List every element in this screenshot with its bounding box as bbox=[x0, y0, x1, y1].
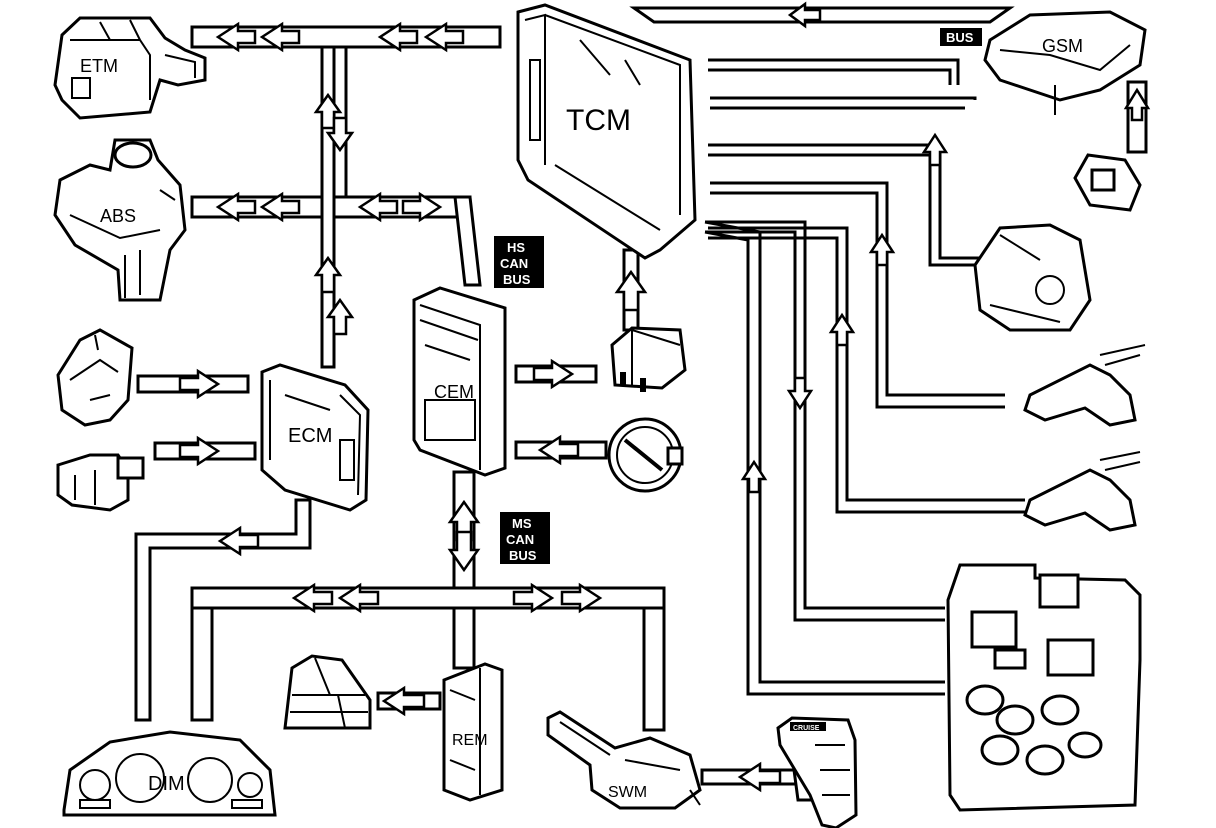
arrow-down bbox=[325, 116, 355, 153]
arrow-left bbox=[357, 191, 399, 223]
abs-module: ABS bbox=[53, 138, 187, 302]
abs-label: ABS bbox=[100, 206, 136, 226]
arrow-right bbox=[560, 582, 603, 614]
arrow-left bbox=[537, 434, 580, 466]
svg-text:CAN: CAN bbox=[506, 532, 534, 547]
etm-label: ETM bbox=[80, 56, 118, 76]
arrow-up bbox=[1123, 87, 1151, 122]
ms-can-badge: MS CAN BUS bbox=[500, 512, 550, 564]
svg-text:MS: MS bbox=[512, 516, 532, 531]
arrow-up bbox=[614, 269, 648, 312]
arrow-left bbox=[337, 582, 380, 614]
speed-sensor-1 bbox=[1023, 344, 1146, 427]
arrow-left bbox=[259, 21, 301, 53]
ecm-module: ECM bbox=[260, 363, 370, 512]
arrow-right bbox=[532, 358, 575, 390]
valve-body bbox=[946, 563, 1142, 812]
swm-module: SWM bbox=[546, 710, 702, 810]
lin-bus-badge: BUS bbox=[940, 28, 982, 46]
svg-text:BUS: BUS bbox=[509, 548, 537, 563]
arrow-up bbox=[325, 297, 355, 336]
rem-module: REM bbox=[442, 662, 504, 802]
tcm-module: TCM bbox=[516, 3, 697, 260]
gear-selector-switch bbox=[1073, 153, 1142, 212]
arrow-left bbox=[787, 1, 822, 29]
arrow-up bbox=[740, 459, 768, 494]
arrow-left bbox=[423, 21, 465, 53]
svg-text:HS: HS bbox=[507, 240, 525, 255]
speed-sensor-2 bbox=[1023, 451, 1141, 532]
cruise-label: CRUISE bbox=[793, 725, 820, 732]
ecm-label: ECM bbox=[288, 425, 332, 447]
arrow-up bbox=[313, 255, 343, 294]
arrow-left bbox=[217, 525, 260, 557]
arrow-left bbox=[215, 21, 257, 53]
relay bbox=[610, 326, 687, 392]
flow-arrows bbox=[178, 1, 1151, 793]
svg-text:CAN: CAN bbox=[500, 256, 528, 271]
arrow-left bbox=[259, 191, 301, 223]
arrow-right bbox=[178, 435, 221, 467]
arrow-down bbox=[786, 376, 814, 411]
rear-lamp bbox=[283, 654, 372, 730]
cem-module: CEM bbox=[412, 286, 507, 477]
arrow-left bbox=[291, 582, 334, 614]
tcm-label: TCM bbox=[566, 104, 631, 137]
gsm-label: GSM bbox=[1042, 36, 1083, 56]
arrow-right bbox=[178, 368, 221, 400]
arrow-left bbox=[215, 191, 257, 223]
svg-text:BUS: BUS bbox=[503, 272, 531, 287]
swm-label: SWM bbox=[608, 784, 647, 801]
brake-switch bbox=[56, 453, 145, 512]
arrow-up bbox=[921, 132, 949, 167]
transmission-range-sensor bbox=[973, 223, 1092, 332]
arrow-right bbox=[512, 582, 555, 614]
ignition-switch bbox=[607, 417, 684, 493]
arrow-left bbox=[381, 685, 426, 717]
cruise-control-switch: CRUISE bbox=[776, 716, 858, 828]
arrow-up bbox=[868, 232, 896, 267]
arrow-up bbox=[828, 312, 856, 347]
arrow-left bbox=[377, 21, 419, 53]
gsm-module: GSM bbox=[983, 10, 1147, 115]
cem-label: CEM bbox=[434, 382, 474, 402]
hs-can-badge: HS CAN BUS bbox=[494, 236, 544, 288]
dim-module: DIM bbox=[62, 730, 277, 817]
arrow-down bbox=[447, 530, 481, 573]
accelerator-pedal-sensor bbox=[56, 328, 134, 427]
etm-module: ETM bbox=[53, 16, 207, 120]
rem-label: REM bbox=[452, 732, 488, 749]
arrow-right bbox=[401, 191, 443, 223]
arrow-left bbox=[737, 761, 782, 793]
dim-label: DIM bbox=[148, 773, 185, 795]
svg-text:BUS: BUS bbox=[946, 30, 974, 45]
